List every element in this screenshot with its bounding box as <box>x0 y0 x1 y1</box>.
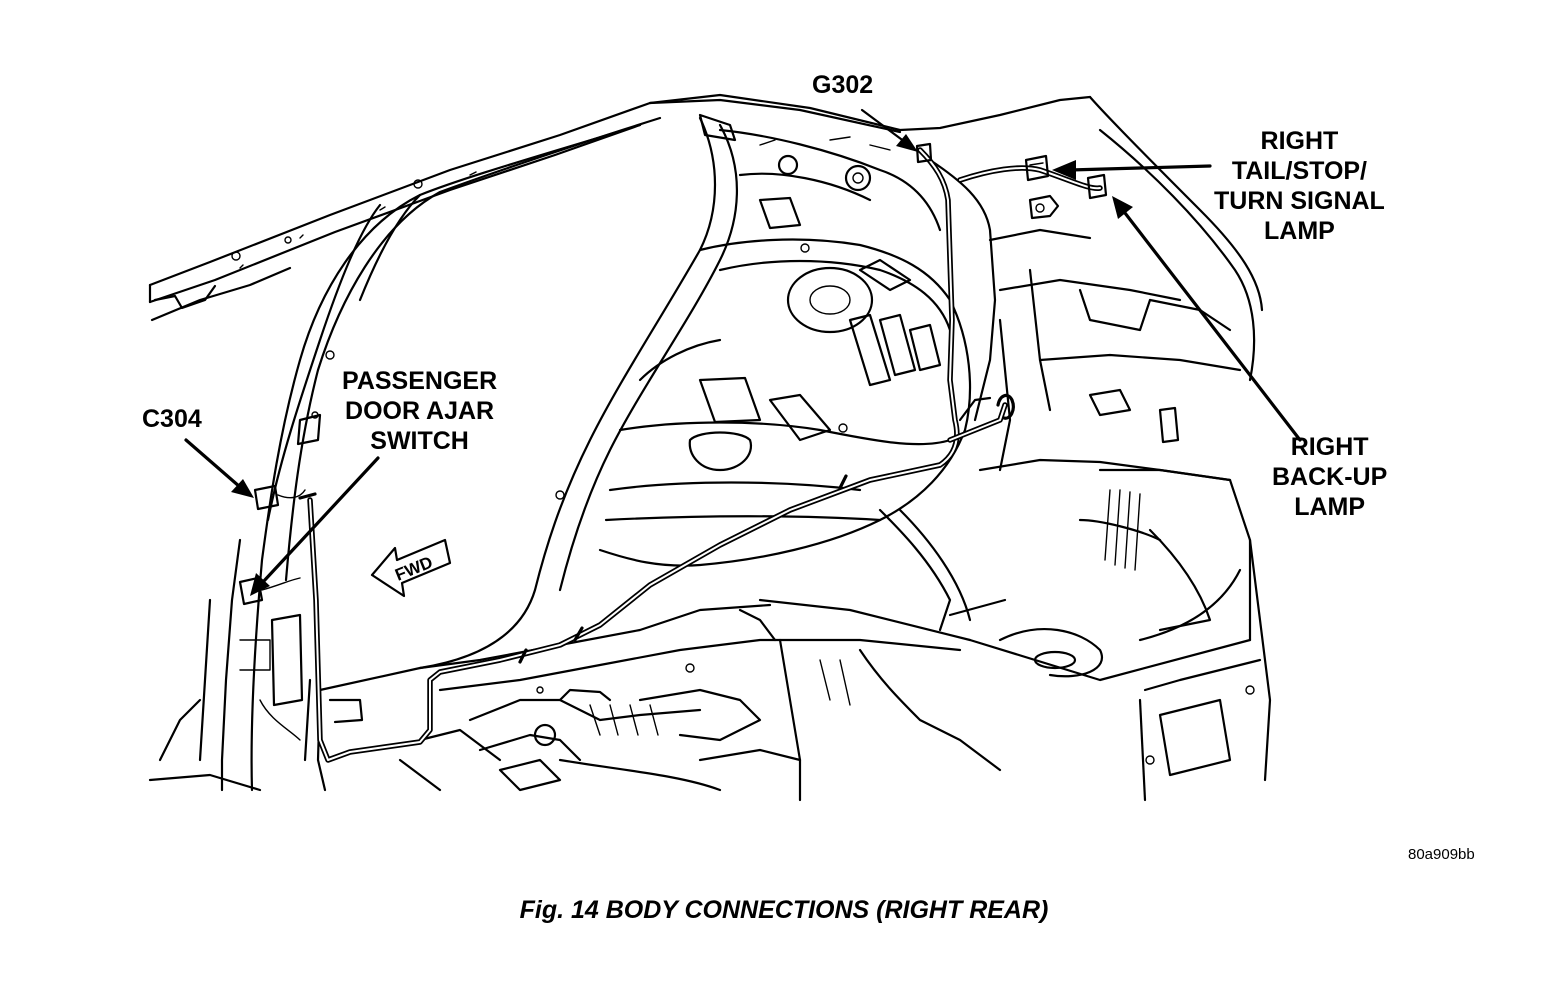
right-tail-stop-turn-signal-lamp-label: RIGHT TAIL/STOP/ TURN SIGNAL LAMP <box>1214 126 1385 246</box>
fwd-arrow: FWD <box>370 538 452 598</box>
c304-label-text: C304 <box>142 405 202 433</box>
image-code: 80a909bb <box>1408 846 1475 863</box>
passenger-switch-line-3: SWITCH <box>370 427 469 455</box>
package-shelf <box>648 93 1264 422</box>
tail-lamp-line-1: RIGHT <box>1260 127 1339 155</box>
rear-floor-pan <box>398 598 1002 802</box>
door-opening-frame <box>148 116 739 792</box>
backup-lamp-line-2: BACK-UP <box>1272 463 1388 491</box>
passenger-switch-line-2: DOOR AJAR <box>345 397 495 425</box>
figure-caption: Fig. 14 BODY CONNECTIONS (RIGHT REAR) <box>519 896 1049 924</box>
passenger-switch-line-1: PASSENGER <box>342 367 498 395</box>
leader-arrows <box>184 108 1302 596</box>
wiring-harness <box>238 147 1103 763</box>
trunk-floor <box>878 268 1272 802</box>
fwd-arrow-label: FWD <box>392 553 435 585</box>
tail-lamp-line-3: TURN SIGNAL <box>1214 187 1385 215</box>
backup-lamp-line-3: LAMP <box>1294 493 1366 521</box>
rear-connectors <box>915 142 1108 220</box>
wheelhouse <box>598 238 972 567</box>
g302-label-text: G302 <box>812 71 874 99</box>
tail-lamp-line-2: TAIL/STOP/ <box>1231 157 1368 185</box>
g302-label: G302 <box>812 70 873 100</box>
tail-lamp-line-4: LAMP <box>1264 217 1335 245</box>
backup-lamp-line-1: RIGHT <box>1290 433 1369 461</box>
passenger-door-ajar-switch-label: PASSENGER DOOR AJAR SWITCH <box>342 366 497 456</box>
right-back-up-lamp-label: RIGHT BACK-UP LAMP <box>1272 432 1387 522</box>
c304-label: C304 <box>142 404 202 434</box>
roof-rail <box>148 98 902 322</box>
